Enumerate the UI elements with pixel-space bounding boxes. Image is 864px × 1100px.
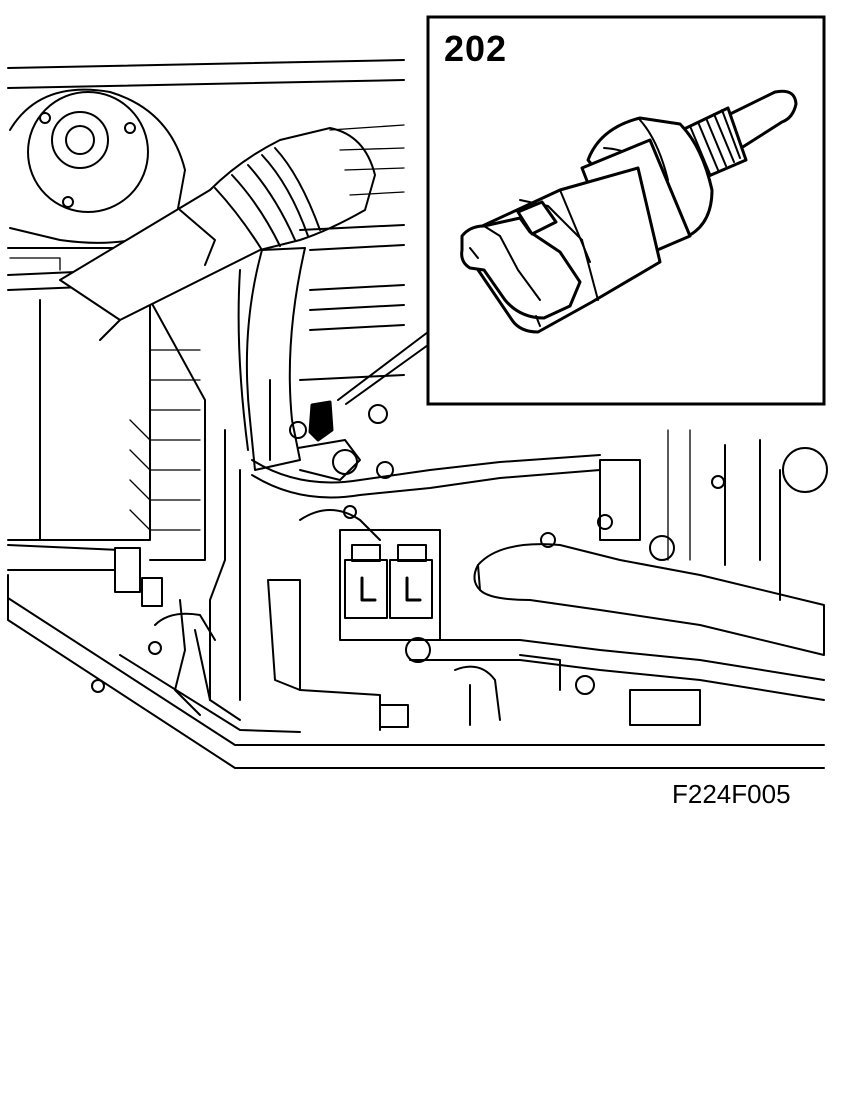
callout-frame bbox=[426, 15, 826, 406]
right-engine-parts bbox=[540, 429, 828, 601]
temperature-sensor-illustration bbox=[460, 89, 798, 334]
wiring-harness bbox=[237, 269, 601, 499]
figure-code: F224F005 bbox=[672, 779, 791, 809]
lower-left-fittings bbox=[91, 547, 241, 721]
callout-number: 202 bbox=[444, 28, 508, 69]
engine-bay-illustration bbox=[7, 59, 828, 769]
ignition-coils bbox=[339, 529, 441, 641]
sensor-location bbox=[297, 400, 361, 481]
radiator-hose bbox=[473, 543, 825, 656]
strut-tower bbox=[9, 88, 186, 244]
intake-hose bbox=[59, 127, 376, 341]
callout-leader bbox=[337, 331, 429, 405]
lower-pipes bbox=[299, 509, 825, 731]
coolant-hose bbox=[209, 247, 306, 701]
